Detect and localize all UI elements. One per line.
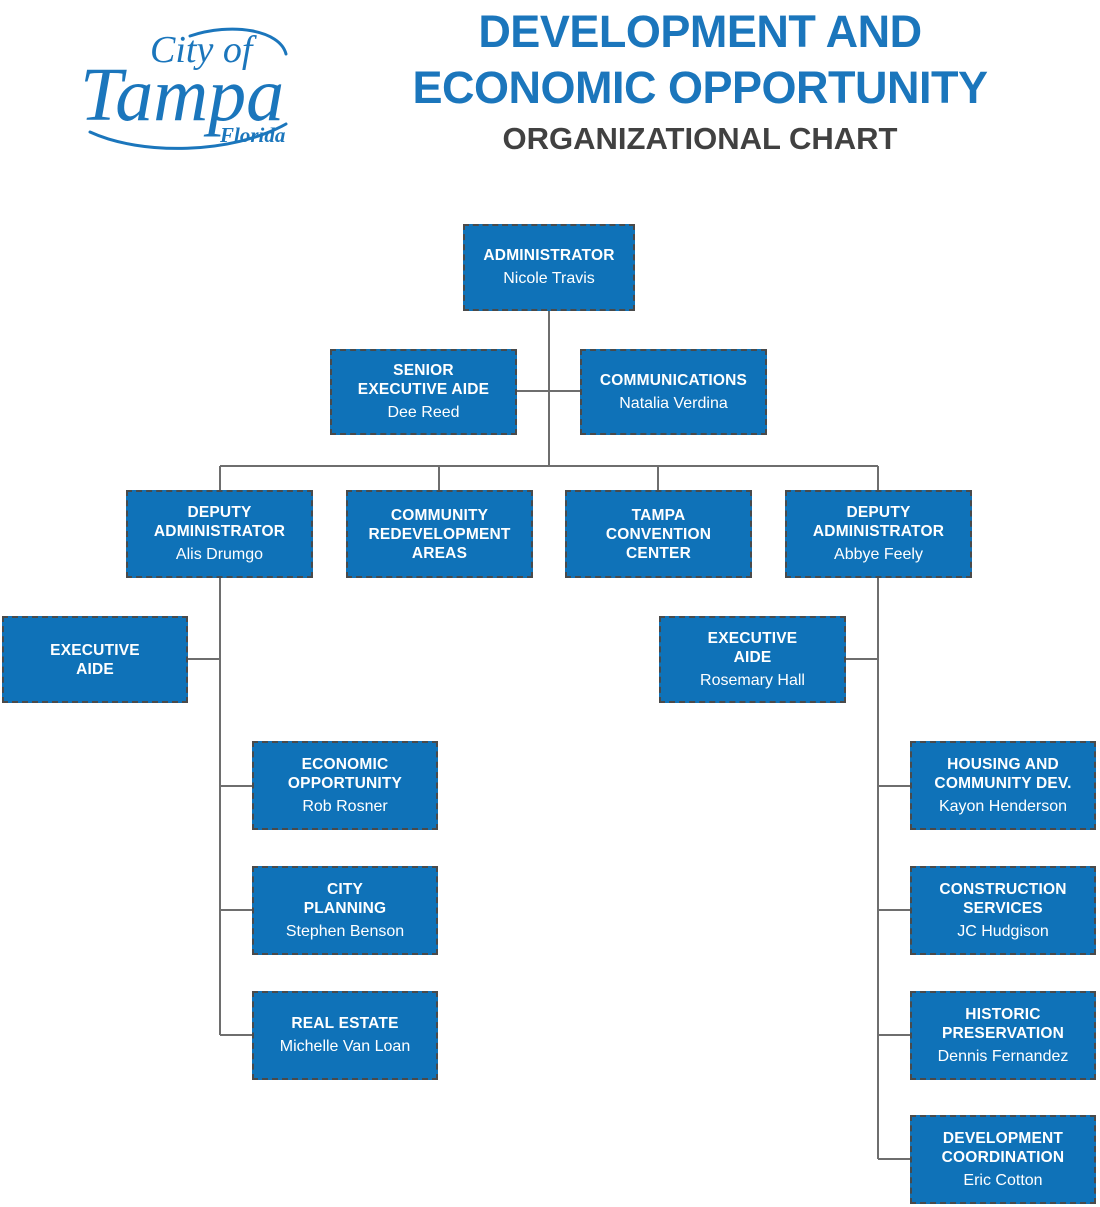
node-title: REAL ESTATE: [291, 1015, 399, 1032]
node-person-name: Stephen Benson: [285, 922, 405, 940]
node-executive-aide-rosemary-hall[interactable]: EXECUTIVE AIDE Rosemary Hall: [659, 616, 846, 703]
node-construction-services[interactable]: CONSTRUCTION SERVICES JC Hudgison: [910, 866, 1096, 955]
page-subtitle: ORGANIZATIONAL CHART: [502, 121, 898, 156]
node-economic-opportunity[interactable]: ECONOMIC OPPORTUNITY Rob Rosner: [252, 741, 438, 830]
node-title: CONSTRUCTION SERVICES: [939, 880, 1067, 917]
node-title: EXECUTIVE AIDE: [50, 641, 140, 678]
node-person-name: Nicole Travis: [503, 270, 595, 287]
node-title: TAMPA CONVENTION CENTER: [605, 506, 712, 562]
node-person-name: Alis Drumgo: [175, 546, 264, 563]
title-line-1: DEVELOPMENT AND: [478, 6, 922, 57]
node-community-redevelopment-areas[interactable]: COMMUNITY REDEVELOPMENT AREAS: [346, 490, 533, 578]
node-person-name: Michelle Van Loan: [279, 1038, 411, 1055]
page-header: City of Tampa Florida City of Tampa Flor…: [0, 0, 1100, 180]
node-executive-aide-left[interactable]: EXECUTIVE AIDE: [2, 616, 188, 703]
node-person-name: Kayon Henderson: [938, 797, 1068, 815]
node-title: ADMINISTRATOR: [483, 247, 615, 264]
node-title: DEVELOPMENT COORDINATION: [941, 1129, 1065, 1166]
node-housing-and-community-dev[interactable]: HOUSING AND COMMUNITY DEV. Kayon Henders…: [910, 741, 1096, 830]
node-person-name: Rosemary Hall: [700, 671, 805, 689]
node-deputy-administrator-abbye-feely[interactable]: DEPUTY ADMINISTRATOR Abbye Feely: [785, 490, 972, 578]
node-title: DEPUTY ADMINISTRATOR: [812, 504, 945, 540]
node-title: CITY PLANNING: [303, 880, 387, 917]
node-title: COMMUNITY REDEVELOPMENT AREAS: [368, 506, 511, 562]
node-title: HISTORIC PRESERVATION: [941, 1005, 1065, 1042]
svg-text:Tampa: Tampa: [80, 53, 284, 137]
node-tampa-convention-center[interactable]: TAMPA CONVENTION CENTER: [565, 490, 752, 578]
node-senior-executive-aide[interactable]: SENIOR EXECUTIVE AIDE Dee Reed: [330, 349, 517, 435]
node-real-estate[interactable]: REAL ESTATE Michelle Van Loan: [252, 991, 438, 1080]
page-title: DEVELOPMENT AND ECONOMIC OPPORTUNITY ORG…: [350, 0, 1050, 160]
node-person-name: Rob Rosner: [302, 797, 388, 815]
node-administrator[interactable]: ADMINISTRATOR Nicole Travis: [463, 224, 635, 311]
node-development-coordination[interactable]: DEVELOPMENT COORDINATION Eric Cotton: [910, 1115, 1096, 1204]
node-title: EXECUTIVE AIDE: [707, 629, 798, 666]
svg-text:City of: City of: [150, 29, 257, 71]
node-title: HOUSING AND COMMUNITY DEV.: [934, 755, 1072, 792]
node-person-name: Eric Cotton: [963, 1171, 1043, 1189]
node-communications[interactable]: COMMUNICATIONS Natalia Verdina: [580, 349, 767, 435]
node-title: ECONOMIC OPPORTUNITY: [287, 755, 403, 792]
node-title: COMMUNICATIONS: [599, 371, 748, 389]
city-of-tampa-logo: City of Tampa Florida City of Tampa Flor…: [72, 20, 322, 160]
node-title: SENIOR EXECUTIVE AIDE: [357, 362, 490, 398]
node-title: DEPUTY ADMINISTRATOR: [153, 504, 286, 540]
node-person-name: Abbye Feely: [834, 546, 923, 563]
node-historic-preservation[interactable]: HISTORIC PRESERVATION Dennis Fernandez: [910, 991, 1096, 1080]
node-person-name: Dee Reed: [387, 404, 460, 421]
node-person-name: Dennis Fernandez: [937, 1047, 1069, 1065]
node-person-name: Natalia Verdina: [619, 394, 728, 412]
title-line-2: ECONOMIC OPPORTUNITY: [412, 62, 988, 113]
node-deputy-administrator-alis-drumgo[interactable]: DEPUTY ADMINISTRATOR Alis Drumgo: [126, 490, 313, 578]
node-city-planning[interactable]: CITY PLANNING Stephen Benson: [252, 866, 438, 955]
node-person-name: JC Hudgison: [957, 922, 1049, 940]
